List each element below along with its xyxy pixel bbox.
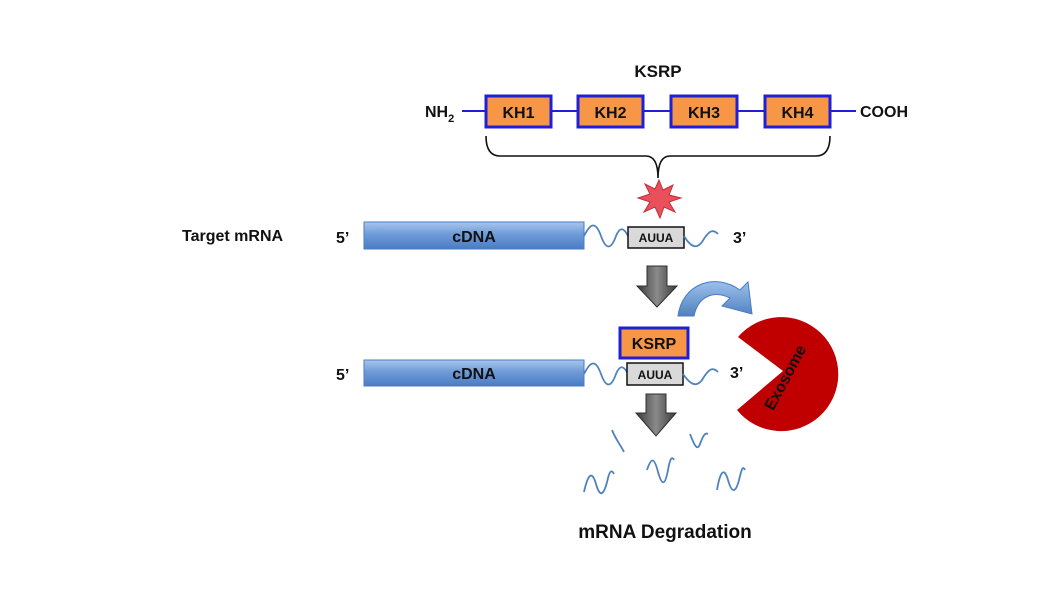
five-prime-label-1: 5’ (336, 230, 349, 247)
ksrp-bound-label: KSRP (632, 336, 677, 353)
curved-arrow-icon (677, 280, 753, 317)
fragment-5 (716, 467, 746, 491)
mrna-degradation-label: mRNA Degradation (578, 522, 751, 543)
cdna-label-2: cDNA (452, 366, 496, 383)
three-prime-label-1: 3’ (733, 230, 746, 247)
auua-label-2: AUUA (638, 368, 673, 382)
utr-wave-2b (682, 368, 719, 386)
domain-kh2: KH2 (576, 94, 645, 129)
exosome-icon: Exosome (737, 317, 839, 432)
protein-title: KSRP (634, 62, 681, 81)
domain-kh3: KH3 (669, 94, 739, 129)
domain-kh1-label: KH1 (502, 105, 534, 122)
three-prime-label-2: 3’ (730, 365, 743, 382)
binding-star-icon (636, 178, 683, 220)
fragment-1 (611, 429, 625, 453)
fragment-2 (689, 432, 709, 449)
domain-brace (485, 135, 831, 179)
utr-wave-1b (683, 230, 719, 248)
target-mrna-label: Target mRNA (182, 228, 283, 245)
cdna-bar-1: cDNA (363, 221, 585, 250)
domain-kh4-label: KH4 (781, 105, 813, 122)
down-arrow-icon-1 (635, 265, 679, 308)
cdna-label-1: cDNA (452, 229, 496, 246)
auua-label-1: AUUA (639, 231, 674, 245)
auua-motif-2: AUUA (626, 362, 684, 386)
five-prime-label-2: 5’ (336, 367, 349, 384)
domain-kh2-label: KH2 (594, 105, 626, 122)
degraded-fragments (583, 429, 746, 494)
fragment-3 (583, 470, 615, 494)
utr-wave-1a (583, 224, 629, 248)
fragment-4 (646, 457, 675, 484)
down-arrow-icon-2 (634, 393, 678, 437)
domain-kh3-label: KH3 (688, 105, 720, 122)
n-terminus-label: NH2 (425, 104, 454, 125)
domain-kh1: KH1 (484, 94, 553, 129)
utr-wave-2a (583, 362, 629, 386)
ksrp-bound-protein: KSRP (618, 326, 690, 360)
c-terminus-label: COOH (860, 104, 908, 121)
domain-kh4: KH4 (763, 94, 832, 129)
cdna-bar-2: cDNA (363, 359, 585, 387)
auua-motif-1: AUUA (627, 226, 685, 249)
